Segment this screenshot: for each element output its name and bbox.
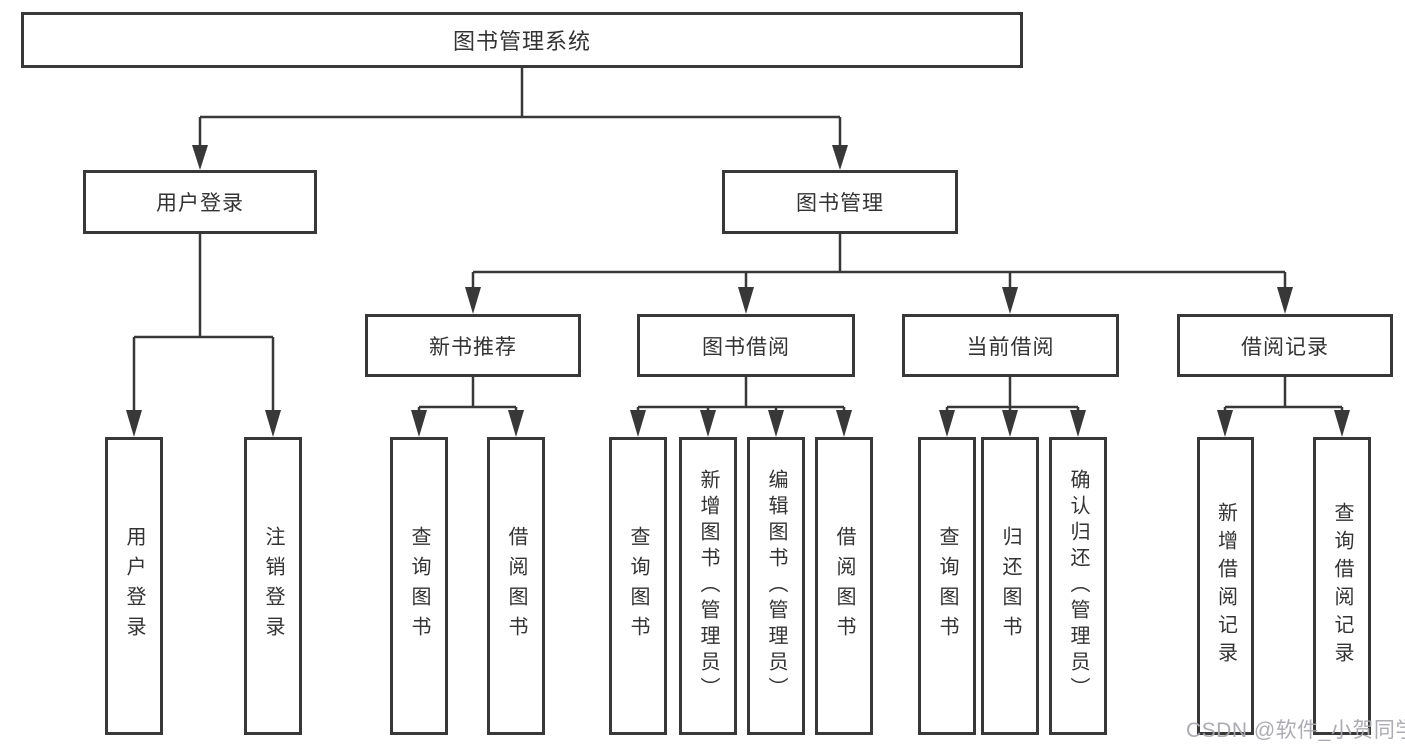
node-current-borrowing: 当前借阅 <box>902 314 1119 377</box>
leaf-bb-query-books: 查询图书 <box>609 437 667 735</box>
node-borrowing-records: 借阅记录 <box>1177 314 1393 377</box>
node-user-login: 用户登录 <box>83 170 317 234</box>
leaf-br-query-borrow-record: 查询借阅记录 <box>1313 437 1371 735</box>
csdn-watermark: CSDN @软件_小贺同学 <box>1186 719 1405 742</box>
node-root-system: 图书管理系统 <box>21 12 1023 68</box>
node-new-book-recommendation: 新书推荐 <box>365 314 581 377</box>
leaf-logout-login: 注销登录 <box>244 437 302 735</box>
node-book-management: 图书管理 <box>722 170 958 234</box>
arrowhead-icons <box>126 145 1350 437</box>
leaf-bb-borrow-books: 借阅图书 <box>815 437 873 735</box>
leaf-nb-query-books: 查询图书 <box>390 437 448 735</box>
leaf-cb-confirm-return-admin: 确认归还（管理员） <box>1049 437 1107 735</box>
node-book-borrowing: 图书借阅 <box>637 314 855 377</box>
leaf-bb-edit-books-admin: 编辑图书（管理员） <box>747 437 805 735</box>
leaf-user-login: 用户登录 <box>105 437 163 735</box>
leaf-nb-borrow-books: 借阅图书 <box>487 437 545 735</box>
leaf-cb-return-books: 归还图书 <box>981 437 1039 735</box>
leaf-cb-query-books: 查询图书 <box>918 437 976 735</box>
leaf-br-add-borrow-record: 新增借阅记录 <box>1197 437 1254 735</box>
leaf-bb-add-books-admin: 新增图书（管理员） <box>679 437 737 735</box>
